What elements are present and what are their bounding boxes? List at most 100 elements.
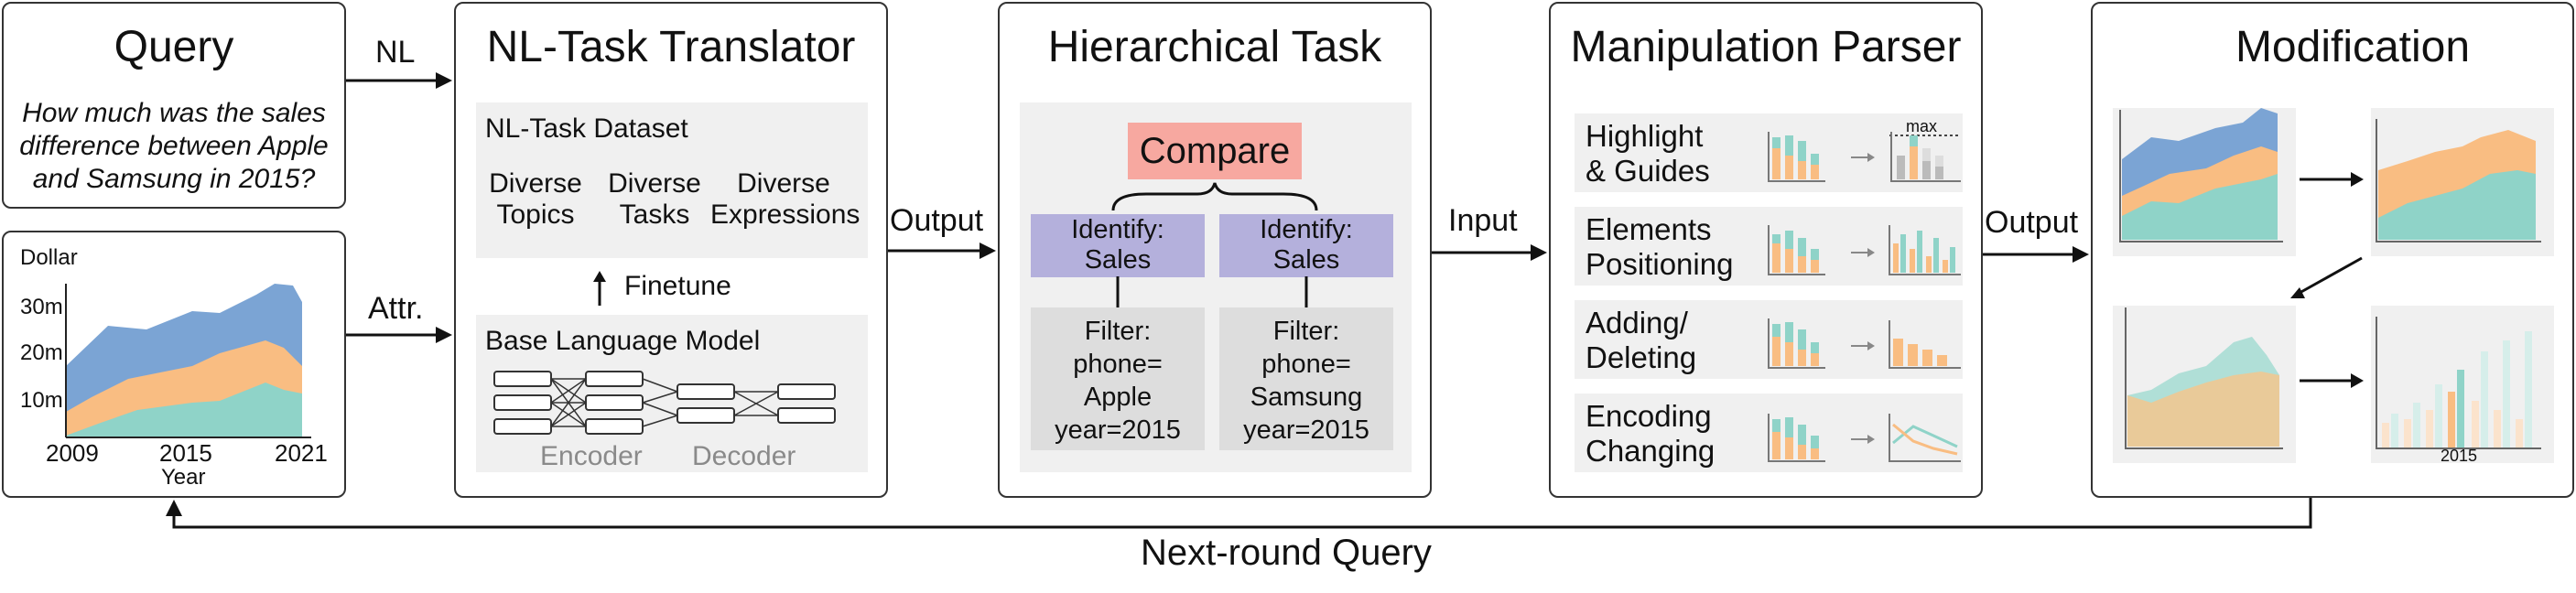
highlight-l1: Highlight [1586, 119, 1704, 153]
mod-step1-chart [2119, 108, 2283, 243]
dataset-title: NL-Task Dataset [485, 113, 688, 144]
identify-left-l2: Sales [1084, 245, 1152, 275]
tasks-l1: Diverse [608, 168, 701, 199]
positioning-after-chart [1889, 225, 1961, 275]
identify-right-l2: Sales [1272, 245, 1340, 275]
identify-right-l1: Identify: [1260, 215, 1353, 244]
hierarchical-title: Hierarchical Task [1047, 23, 1382, 71]
highlight-arrow-icon [1851, 153, 1875, 162]
positioning-arrow-icon [1851, 248, 1875, 257]
edge-label-attr: Attr. [368, 291, 424, 326]
xtick-2009: 2009 [46, 439, 99, 467]
highlight-before-chart [1768, 132, 1825, 182]
filter-left-l4: year=2015 [1055, 415, 1181, 445]
encoding-l2: Changing [1586, 434, 1716, 468]
mod-step3-chart [2125, 307, 2283, 449]
chart-ylabel-top: Dollar [20, 245, 78, 270]
row-adding-text: Adding/ Deleting [1586, 306, 1696, 375]
encoding-after-chart [1889, 414, 1961, 462]
tree-connectors [1116, 276, 1308, 307]
finetune-arrow [593, 271, 606, 306]
filter-right-l1: Filter: [1272, 317, 1340, 346]
arrow-input [1432, 244, 1547, 261]
area-teal-real [66, 383, 302, 437]
arrow-next-round [166, 498, 2312, 529]
ytick-10m-top: 10m [20, 388, 63, 413]
chart-xlabel: Year [161, 465, 206, 490]
expressions-l1: Diverse [737, 168, 830, 199]
encoder-decoder-network [493, 371, 836, 435]
positioning-l1: Elements [1586, 212, 1712, 246]
xtick-2021: 2021 [275, 439, 328, 467]
compare-brace [1111, 182, 1318, 211]
base-model-title: Base Language Model [485, 326, 761, 356]
adding-l2: Deleting [1586, 340, 1697, 374]
edge-label-next-round: Next-round Query [1141, 533, 1432, 573]
row-positioning-text: Elements Positioning [1586, 212, 1733, 282]
dataset-item-topics: Diverse Topics [485, 168, 586, 231]
arrow-output-1 [888, 243, 996, 259]
row-highlight-text: Highlight & Guides [1586, 119, 1710, 189]
arrow-output-2 [1983, 246, 2089, 263]
tasks-l2: Tasks [619, 199, 690, 230]
query-line-1: How much was the sales [22, 98, 326, 128]
edge-label-output-2: Output [1985, 205, 2079, 240]
filter-right-l4: year=2015 [1243, 415, 1369, 445]
expressions-l2: Expressions [710, 199, 860, 230]
identify-node-left: Identify: Sales [1031, 214, 1205, 277]
arrow-nl [346, 72, 452, 89]
ytick-30m-top: 30m [20, 295, 63, 319]
query-line-3: and Samsung in 2015? [32, 164, 316, 194]
encoding-before-chart [1768, 414, 1825, 462]
edge-label-input: Input [1448, 203, 1518, 238]
ytick-20m-top: 20m [20, 340, 63, 365]
identify-left-l1: Identify: [1071, 215, 1164, 244]
query-question: How much was the sales difference betwee… [2, 97, 346, 196]
filter-left-l3: Apple [1083, 383, 1153, 412]
identify-node-right: Identify: Sales [1219, 214, 1393, 277]
mod-step2-chart [2376, 119, 2541, 243]
decoder-label: Decoder [692, 441, 796, 471]
mod-step4-chart [2376, 317, 2541, 449]
filter-left-l1: Filter: [1084, 317, 1152, 346]
edge-label-output-1: Output [890, 203, 984, 238]
edge-label-nl: NL [375, 35, 416, 70]
filter-right-l3: Samsung [1250, 383, 1363, 412]
topics-l2: Topics [496, 199, 575, 230]
encoding-arrow-icon [1851, 435, 1875, 444]
filter-node-left: Filter: phone= Apple year=2015 [1031, 307, 1205, 450]
mod-year-label: 2015 [2441, 447, 2478, 465]
modification-title: Modification [2235, 23, 2471, 71]
encoding-l1: Encoding [1586, 399, 1712, 433]
highlight-l2: & Guides [1586, 154, 1710, 188]
parser-title: Manipulation Parser [1570, 23, 1962, 71]
xtick-2015: 2015 [159, 439, 212, 467]
mod-arrow-diagonal [2290, 256, 2363, 298]
positioning-before-chart [1768, 225, 1825, 275]
filter-node-right: Filter: phone= Samsung year=2015 [1219, 307, 1393, 450]
query-title: Query [114, 23, 234, 71]
mod-arrow-right-1 [2300, 172, 2364, 187]
row-encoding-text: Encoding Changing [1586, 399, 1715, 469]
arrow-attr [346, 327, 452, 343]
source-area-chart-real [0, 229, 348, 503]
dataset-panel [476, 102, 868, 258]
dataset-item-expressions: Diverse Expressions [710, 168, 860, 231]
max-label: max [1906, 117, 1938, 135]
query-box [2, 2, 346, 209]
topics-l1: Diverse [489, 168, 582, 199]
adding-after-chart [1889, 320, 1961, 369]
source-chart-frame [2, 231, 346, 498]
encoder-label: Encoder [540, 441, 643, 471]
query-line-2: difference between Apple [19, 131, 329, 161]
positioning-l2: Positioning [1586, 247, 1734, 281]
adding-l1: Adding/ [1586, 306, 1688, 340]
finetune-label: Finetune [624, 271, 731, 301]
translator-title: NL-Task Translator [486, 23, 856, 71]
highlight-after-chart [1889, 132, 1961, 182]
adding-before-chart [1768, 318, 1825, 369]
filter-right-l2: phone= [1261, 350, 1351, 379]
